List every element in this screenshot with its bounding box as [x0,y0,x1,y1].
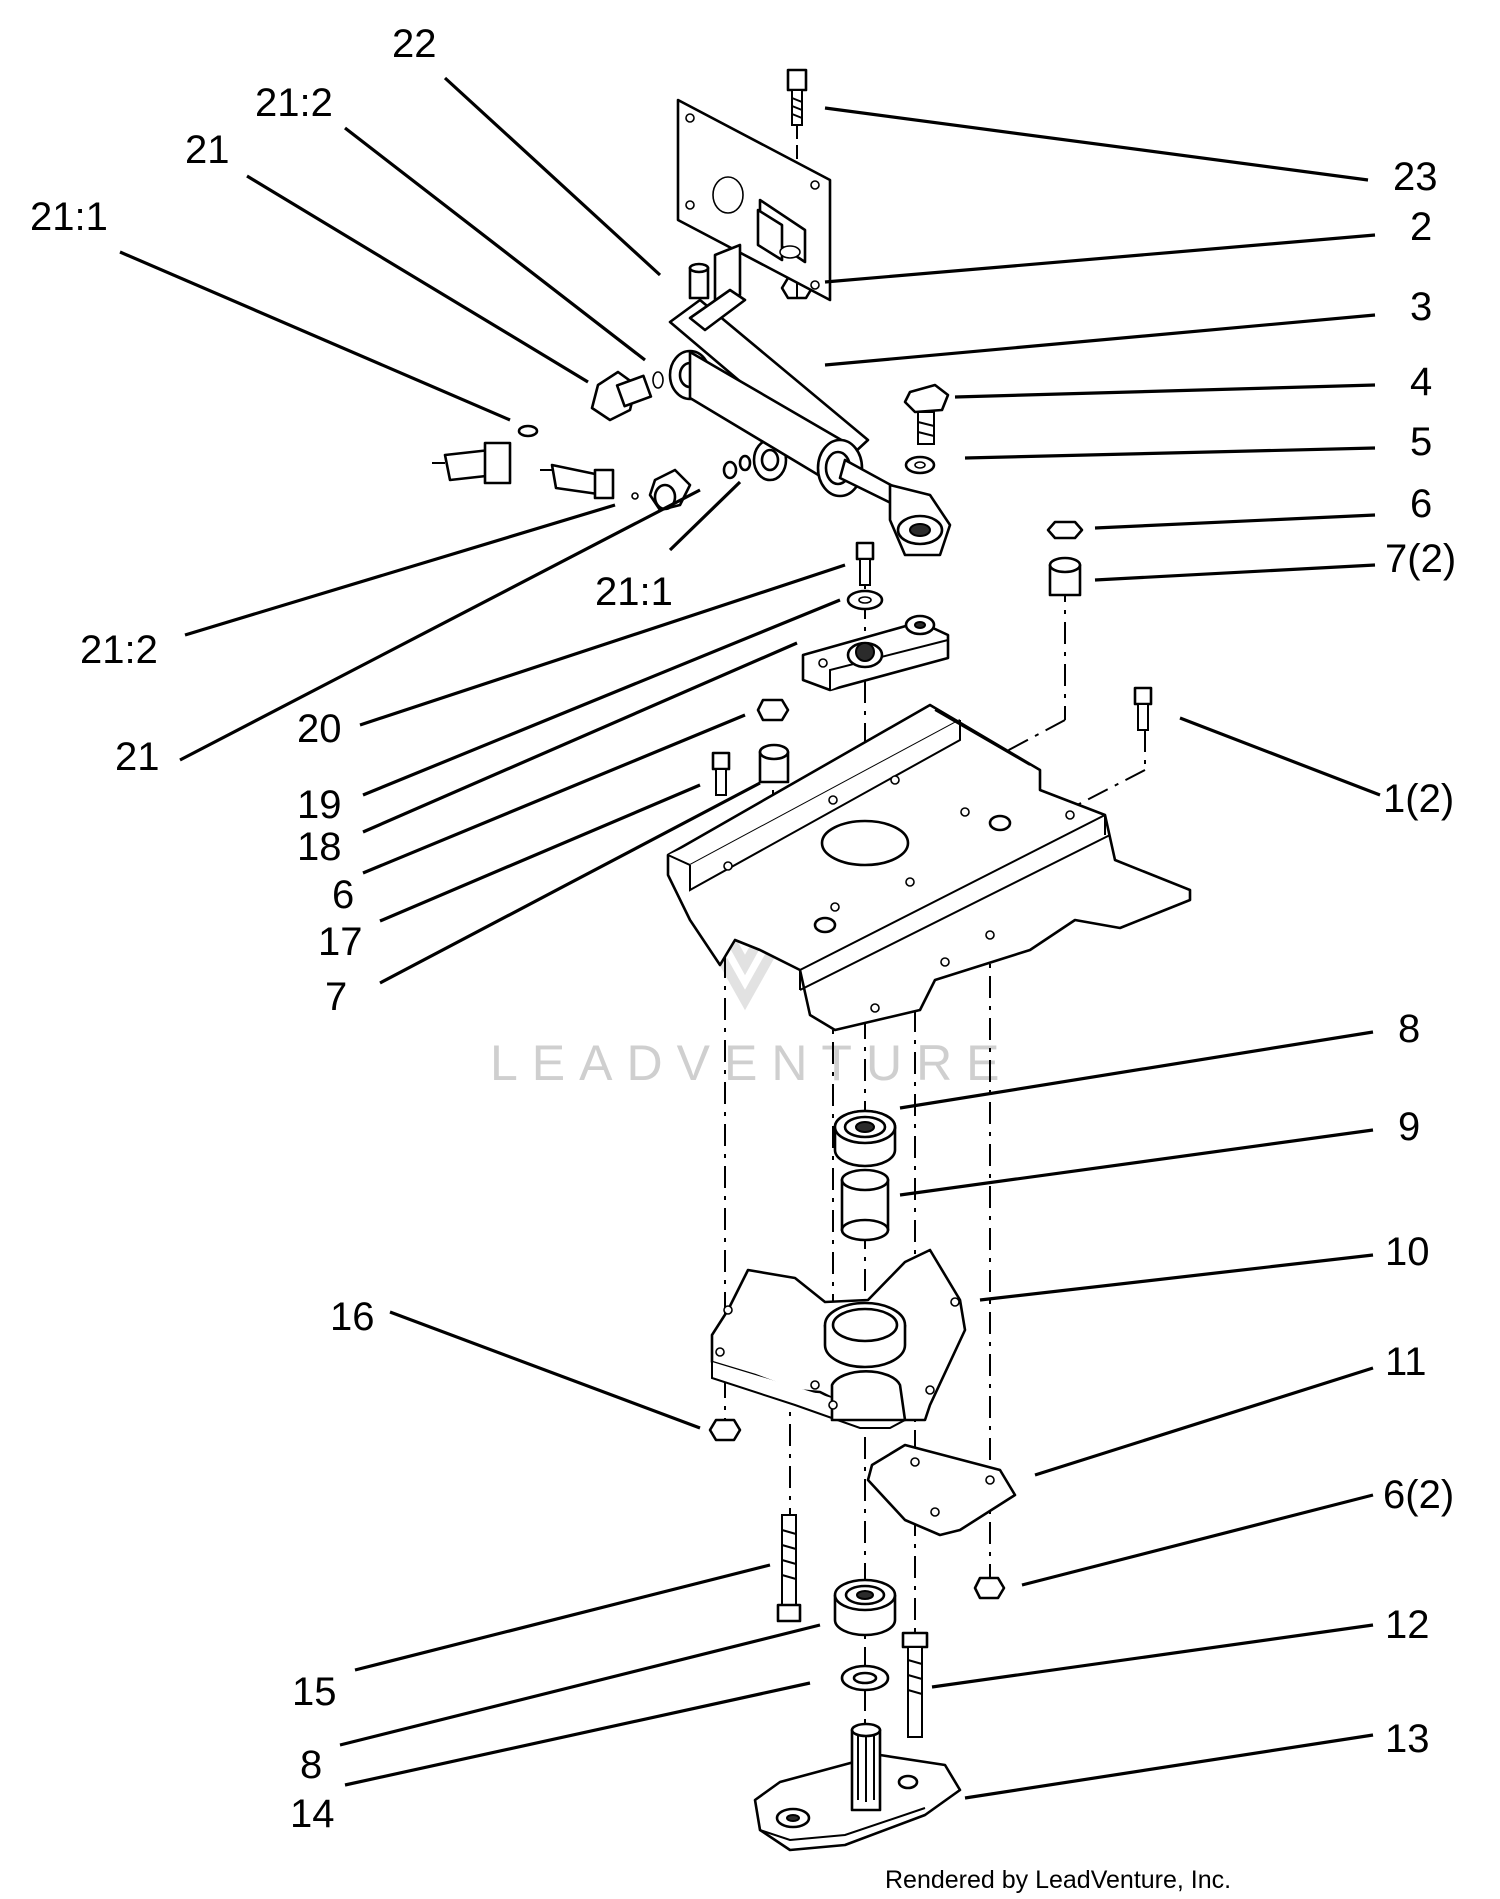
callout-4: 4 [1410,360,1432,404]
callout-3: 3 [1410,285,1432,329]
part-18-steering-arm [801,614,950,692]
part-10-lower-plate [710,1248,967,1429]
part-19-washer [846,589,884,611]
main-frame-plate [666,703,1192,1032]
callout-6-2: 6(2) [1383,1473,1454,1517]
part-14-washer [840,1664,890,1692]
callout-23: 23 [1393,155,1438,199]
callout-2: 2 [1410,205,1432,249]
part-5-washer [904,455,936,475]
part-3-hydraulic-cylinder [668,288,952,557]
watermark-text: LEADVENTURE [490,1035,1014,1091]
mount-bracket [676,98,832,302]
callout-12: 12 [1385,1603,1430,1647]
part-21-fittings [432,370,752,512]
callout-7: 7 [325,975,347,1019]
callout-21-2-lower: 21:2 [80,628,158,672]
part-6-nut-right [1046,520,1084,540]
callout-17: 17 [318,920,363,964]
part-17-bolt [711,751,731,796]
part-13-base [753,1722,962,1852]
callout-1-2: 1(2) [1383,777,1454,821]
callout-19: 19 [297,783,342,827]
part-11-bracket [866,1443,1017,1537]
render-credit: Rendered by LeadVenture, Inc. [885,1866,1231,1894]
callout-21-upper: 21 [185,128,230,172]
part-6-nut-left [756,698,790,722]
callout-8-lower: 8 [300,1743,322,1787]
part-8-bearing-lower [833,1578,897,1637]
part-7-spacer-right [1048,556,1082,597]
callout-18: 18 [297,825,342,869]
part-8-bearing-upper [833,1109,897,1168]
callout-11: 11 [1385,1340,1427,1384]
callout-15: 15 [292,1670,337,1714]
callout-16: 16 [330,1295,375,1339]
callout-13: 13 [1385,1717,1430,1761]
callout-5: 5 [1410,420,1432,464]
part-22-spacer [688,262,710,300]
callout-21-1-lower: 21:1 [595,570,673,614]
callout-21-lower: 21 [115,735,160,779]
leader-lines [119,76,1381,1800]
part-7-spacer-left [758,743,790,784]
part-9-bushing [840,1168,890,1242]
callout-7-2: 7(2) [1385,537,1456,581]
callout-6-upper: 6 [1410,482,1432,526]
callout-14: 14 [290,1792,335,1836]
part-6-nut-lower [973,1576,1006,1600]
callout-8-upper: 8 [1398,1007,1420,1051]
callout-labels: 22 21:2 21 21:1 23 2 3 4 5 6 7(2) 21:1 2… [30,22,1456,1836]
part-12-bolt [901,1631,929,1738]
part-1-bolt [1133,686,1153,731]
callout-21-1-upper: 21:1 [30,195,108,239]
callout-20: 20 [297,707,342,751]
callout-21-2-upper: 21:2 [255,81,333,125]
callout-9: 9 [1398,1105,1420,1149]
callout-22: 22 [392,22,437,66]
callout-10: 10 [1385,1230,1430,1274]
part-4-bolt [903,383,950,445]
part-16-nut [708,1418,742,1442]
part-15-long-bolt [776,1514,802,1623]
callout-6-left: 6 [332,873,354,917]
part-20-bolt [855,541,875,586]
